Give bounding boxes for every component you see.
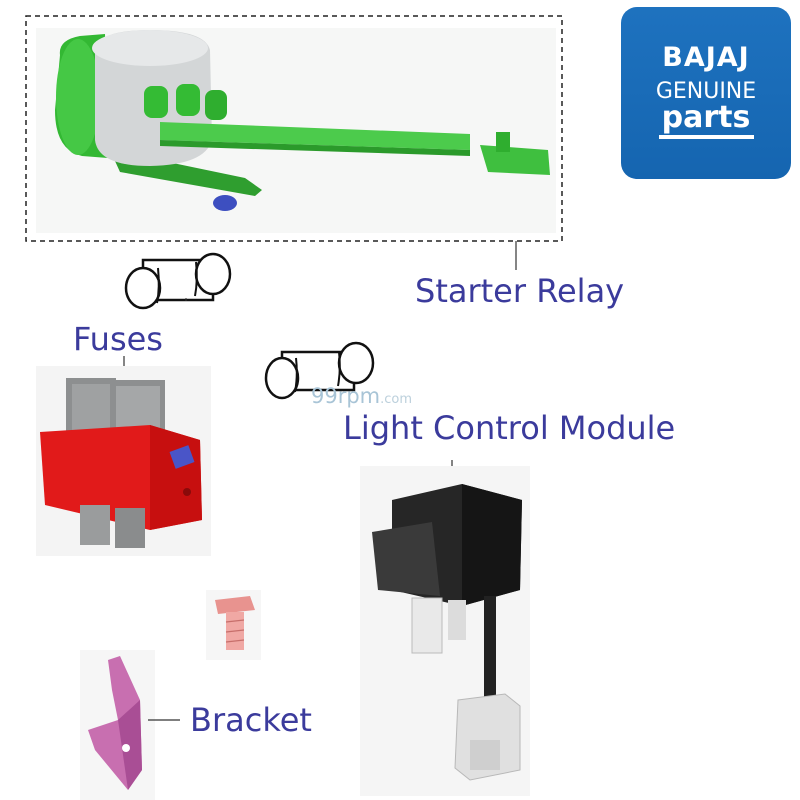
watermark-suffix: .com bbox=[380, 392, 412, 407]
bracket-label: Bracket bbox=[190, 704, 312, 736]
bracket-image bbox=[80, 650, 155, 800]
starter-relay-label: Starter Relay bbox=[415, 275, 624, 307]
fuse-top-image bbox=[126, 254, 230, 308]
logo-brand: BAJAJ bbox=[621, 42, 791, 73]
watermark-main: 99rpm bbox=[311, 384, 380, 408]
fuses-label: Fuses bbox=[73, 323, 163, 355]
light-control-module-image bbox=[360, 466, 530, 796]
logo-line2: parts bbox=[621, 100, 791, 135]
light-control-module-label: Light Control Module bbox=[343, 412, 675, 444]
bajaj-genuine-parts-logo: BAJAJ GENUINE parts bbox=[621, 7, 791, 179]
fuse-box-image bbox=[36, 366, 211, 556]
logo-swoosh bbox=[659, 135, 754, 139]
bolt-image bbox=[206, 590, 261, 660]
starter-relay-image bbox=[36, 28, 556, 233]
watermark: 99rpm.com bbox=[311, 384, 412, 408]
